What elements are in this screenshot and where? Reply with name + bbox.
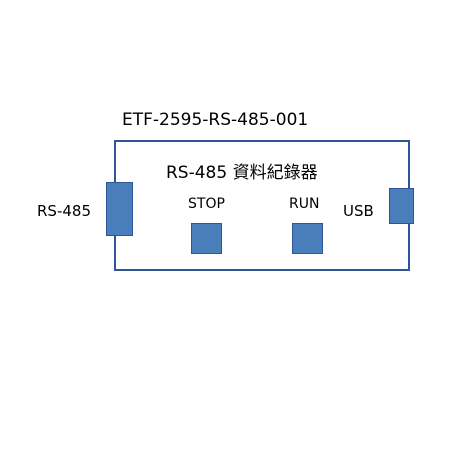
run-label: RUN — [289, 196, 320, 212]
stop-label: STOP — [188, 196, 225, 212]
model-label: ETF-2595-RS-485-001 — [122, 110, 309, 130]
usb-port-label: USB — [343, 202, 374, 220]
device-title: RS-485 資料紀錄器 — [166, 163, 318, 183]
rs485-connector — [106, 182, 133, 236]
device-box — [114, 140, 410, 271]
run-button[interactable] — [292, 223, 323, 254]
stop-button[interactable] — [191, 223, 222, 254]
rs485-port-label: RS-485 — [37, 202, 91, 220]
usb-connector — [389, 188, 414, 224]
